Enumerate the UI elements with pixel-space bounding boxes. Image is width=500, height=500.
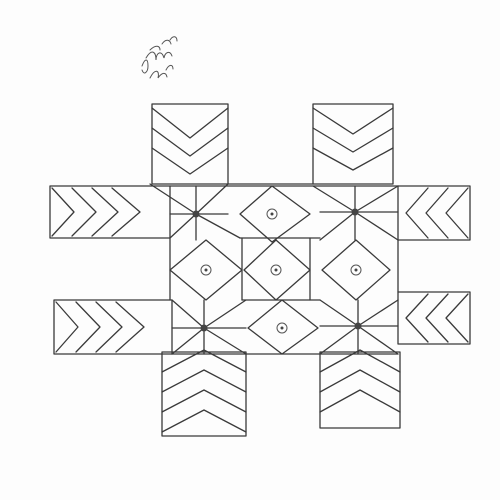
handwritten-signature <box>141 36 178 79</box>
dot <box>192 210 200 218</box>
dot <box>351 208 359 216</box>
kolam-dots <box>192 208 362 334</box>
right-lower-arm <box>397 291 471 345</box>
dot <box>354 322 362 330</box>
top-left-arm <box>151 103 229 185</box>
central-star-grid <box>149 183 399 355</box>
right-upper-arm <box>397 185 471 241</box>
bottom-left-arm <box>161 349 247 437</box>
left-upper-arm <box>49 185 171 239</box>
dot <box>200 324 208 332</box>
bottom-right-arm <box>319 349 401 429</box>
left-lower-arm <box>53 299 173 355</box>
top-right-arm <box>312 103 394 185</box>
